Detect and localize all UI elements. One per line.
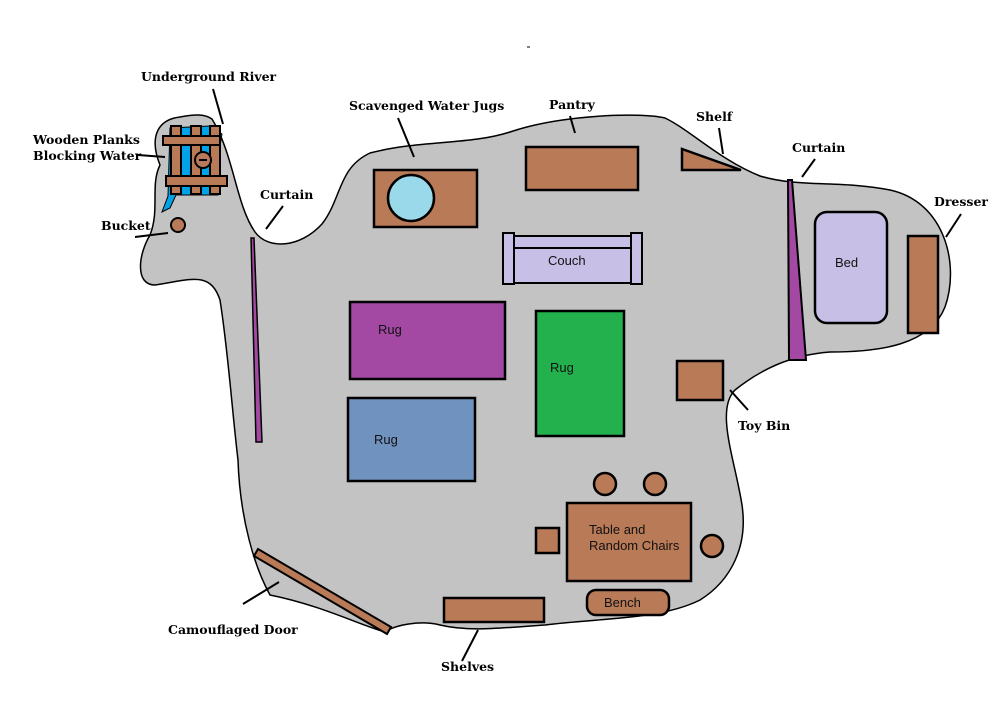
- chair-right: [699, 533, 725, 559]
- shelf: [680, 147, 742, 172]
- table: [565, 501, 693, 583]
- wooden-planks: [162, 125, 228, 195]
- chair-top-right: [642, 471, 668, 497]
- couch: Couch: [502, 232, 643, 285]
- label-curtain-right: Curtain: [792, 140, 845, 155]
- table-label-line1: Table and: [589, 522, 645, 537]
- rug-blue: [346, 396, 477, 483]
- table-label-line2: Random Chairs: [589, 538, 680, 553]
- couch-label: Couch: [548, 253, 586, 268]
- chair-top-left: [592, 471, 618, 497]
- bench: [585, 588, 671, 617]
- pantry: [524, 145, 640, 192]
- camouflaged-door: [252, 547, 393, 636]
- curtain-left: [250, 237, 263, 443]
- rug-purple-label: Rug: [378, 322, 402, 337]
- label-pantry: Pantry: [549, 97, 596, 112]
- rug-purple: [348, 300, 507, 381]
- rug-green: [534, 309, 626, 438]
- label-shelves: Shelves: [441, 659, 494, 674]
- bench-label: Bench: [604, 595, 641, 610]
- bucket: [170, 217, 186, 233]
- label-water-jugs: Scavenged Water Jugs: [349, 98, 504, 113]
- label-underground-river: Underground River: [141, 69, 277, 84]
- label-toy-bin: Toy Bin: [738, 418, 790, 433]
- rug-green-label: Rug: [550, 360, 574, 375]
- dresser: [906, 234, 940, 335]
- leader-lines: [134, 88, 962, 662]
- label-wooden-planks-line2: Blocking Water: [33, 148, 142, 163]
- label-shelf: Shelf: [696, 109, 734, 124]
- label-camouflaged-door: Camouflaged Door: [168, 622, 298, 637]
- label-dresser: Dresser: [934, 194, 988, 209]
- shelves: [442, 596, 546, 624]
- curtain-right: [786, 179, 808, 361]
- bed-label: Bed: [835, 255, 858, 270]
- bed: [813, 210, 889, 325]
- label-bucket: Bucket: [101, 218, 151, 233]
- chair-left: [534, 526, 561, 555]
- rug-blue-label: Rug: [374, 432, 398, 447]
- water-jug: [386, 173, 436, 223]
- toy-bin: [675, 359, 725, 402]
- label-curtain-left: Curtain: [260, 187, 313, 202]
- label-wooden-planks-line1: Wooden Planks: [32, 132, 140, 147]
